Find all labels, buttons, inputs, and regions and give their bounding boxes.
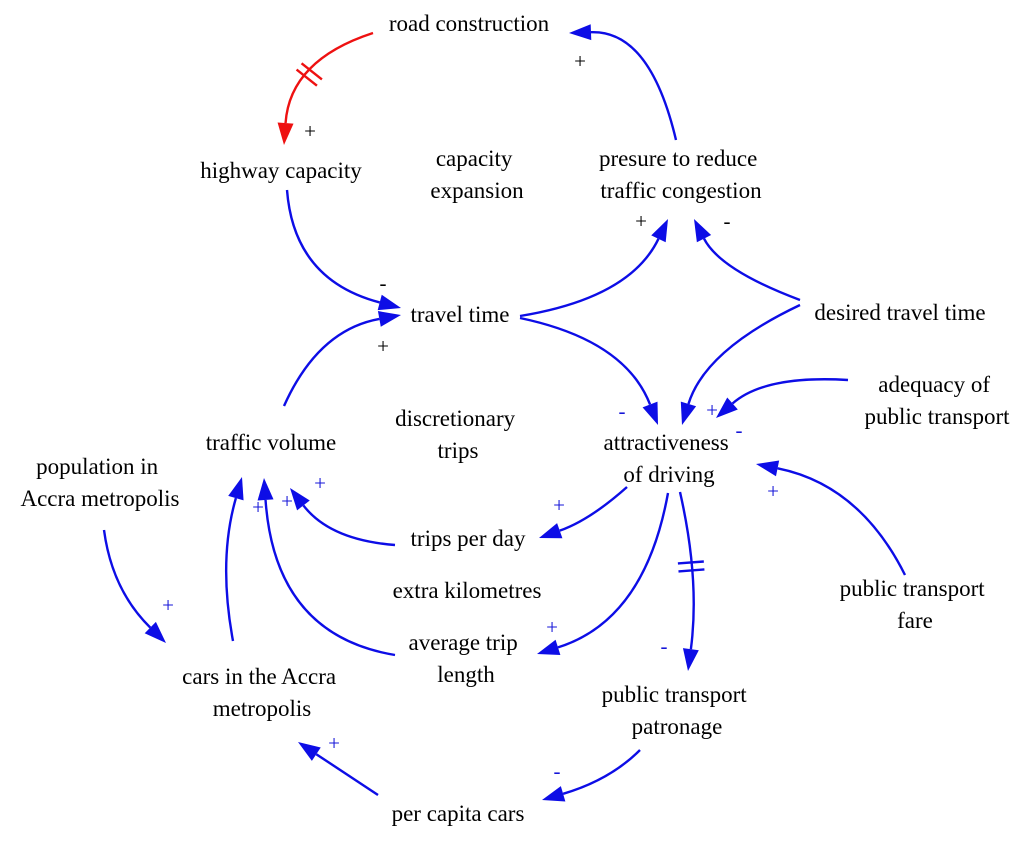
link-attractiveness-to-average_trip_length [557, 492, 670, 649]
arrowhead-travel_time-to-pressure [651, 219, 668, 243]
polarity-public_transport_fare-to-attractiveness: + [767, 479, 779, 503]
loop-label-capacity-expansion: capacity expansion [430, 146, 524, 203]
polarity-public_transport_patronage-to-per_capita_cars: - [554, 759, 561, 783]
delay-mark-attractiveness-to-public_transport_patronage-0 [677, 560, 704, 565]
arrowhead-per_capita_cars-to-cars [298, 742, 321, 761]
link-travel_time-to-attractiveness [519, 316, 652, 405]
polarity-trips_per_day-to-traffic_volume: + [314, 471, 326, 495]
polarity-traffic_volume-to-travel_time: + [377, 334, 389, 358]
polarity-cars-to-traffic_volume: + [252, 495, 264, 519]
arrowhead-average_trip_length-to-traffic_volume [257, 478, 274, 501]
arrowhead-pressure-to-road_construction [569, 24, 592, 41]
polarity-road_construction-to-highway_capacity: + [304, 119, 316, 143]
loop-label-discretionary-trips: discretionary trips [395, 406, 521, 463]
arrowhead-traffic_volume-to-travel_time [377, 311, 401, 327]
arrowhead-travel_time-to-attractiveness [642, 401, 658, 425]
link-public_transport_fare-to-attractiveness [777, 467, 907, 576]
polarity-population-to-cars: + [162, 593, 174, 617]
polarity-desired_travel_time-to-attractiveness: + [706, 398, 718, 422]
arrowhead-desired_travel_time-to-pressure [694, 219, 712, 243]
node-cars-in-accra: cars in the Accra metropolis [182, 664, 342, 721]
node-desired-travel-time: desired travel time [814, 300, 985, 325]
link-adequacy_public_transport-to-attractiveness [731, 378, 849, 405]
node-public-transport-fare: public transport fare [840, 576, 991, 633]
arrowhead-desired_travel_time-to-attractiveness [680, 401, 697, 425]
polarity-attractiveness-to-public_transport_patronage: - [661, 634, 668, 658]
node-highway-capacity: highway capacity [200, 158, 362, 183]
arrowhead-public_transport_patronage-to-per_capita_cars [542, 786, 566, 802]
delay-mark-road_construction-to-highway_capacity-1 [295, 68, 318, 87]
polarity-attractiveness-to-trips_per_day: + [553, 493, 565, 517]
node-population-accra: population in Accra metropolis [20, 454, 179, 511]
polarity-layer: ++-+--+-++++++++--+ [162, 49, 779, 783]
link-attractiveness-to-trips_per_day [559, 486, 628, 532]
link-traffic_volume-to-travel_time [282, 317, 380, 407]
link-road_construction-to-highway_capacity [284, 31, 374, 124]
arrowhead-highway_capacity-to-travel_time [377, 294, 401, 311]
arrowhead-attractiveness-to-trips_per_day [539, 523, 563, 539]
link-trips_per_day-to-traffic_volume [302, 504, 396, 547]
node-road-construction: road construction [389, 11, 550, 36]
link-cars-to-traffic_volume [224, 497, 238, 642]
link-travel_time-to-pressure [519, 238, 660, 318]
arrowhead-road_construction-to-highway_capacity [277, 122, 294, 145]
polarity-per_capita_cars-to-cars: + [328, 731, 340, 755]
link-population-to-cars [102, 529, 152, 629]
link-desired_travel_time-to-pressure [702, 238, 801, 302]
arrowhead-trips_per_day-to-traffic_volume [290, 488, 310, 511]
arrowhead-cars-to-traffic_volume [228, 477, 244, 501]
polarity-travel_time-to-pressure: + [635, 209, 647, 233]
polarity-highway_capacity-to-travel_time: - [380, 271, 387, 295]
link-desired_travel_time-to-attractiveness [687, 303, 801, 405]
delay-mark-road_construction-to-highway_capacity-0 [300, 62, 323, 81]
arrowhead-attractiveness-to-average_trip_length [537, 639, 561, 656]
polarity-average_trip_length-to-traffic_volume: + [281, 489, 293, 513]
delay-mark-attractiveness-to-public_transport_patronage-1 [678, 568, 705, 573]
loop-label-extra-kilometres: extra kilometres [393, 578, 542, 603]
link-attractiveness-to-public_transport_patronage [678, 491, 695, 650]
arrowhead-attractiveness-to-public_transport_patronage [682, 648, 699, 671]
link-highway_capacity-to-travel_time [285, 189, 381, 304]
node-pressure-to-reduce-congestion: presure to reduce traffic congestion [599, 146, 763, 203]
node-attractiveness-of-driving: attractiveness of driving [604, 430, 735, 487]
polarity-desired_travel_time-to-pressure: - [724, 209, 731, 233]
node-traffic-volume: traffic volume [206, 430, 337, 455]
arrowhead-public_transport_fare-to-attractiveness [756, 460, 780, 477]
polarity-adequacy_public_transport-to-attractiveness: - [736, 418, 743, 442]
node-average-trip-length: average trip length [409, 630, 524, 687]
node-adequacy-of-public-transport: adequacy of public transport [865, 372, 1011, 429]
node-travel-time: travel time [411, 302, 510, 327]
link-per_capita_cars-to-cars [315, 753, 379, 797]
link-public_transport_patronage-to-per_capita_cars [562, 749, 641, 795]
arrowhead-adequacy_public_transport-to-attractiveness [716, 397, 738, 418]
node-public-transport-patronage: public transport patronage [602, 682, 753, 739]
node-per-capita-cars: per capita cars [392, 801, 525, 826]
links-layer [102, 24, 907, 802]
polarity-pressure-to-road_construction: + [574, 49, 586, 73]
link-pressure-to-road_construction [590, 30, 678, 141]
node-trips-per-day: trips per day [411, 526, 526, 551]
polarity-attractiveness-to-average_trip_length: + [546, 615, 558, 639]
link-average_trip_length-to-traffic_volume [264, 499, 396, 657]
arrowhead-population-to-cars [144, 621, 166, 643]
polarity-travel_time-to-attractiveness: - [619, 399, 626, 423]
